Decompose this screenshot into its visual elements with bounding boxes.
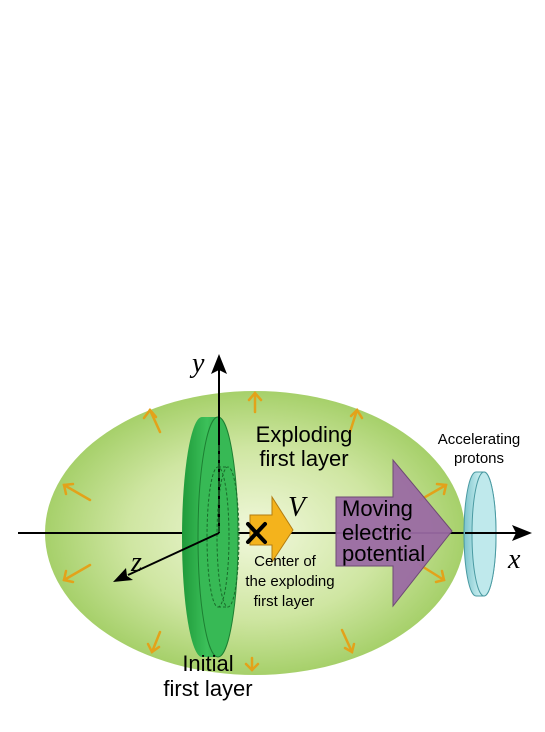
center-cross-icon (246, 522, 267, 544)
axis-z-label: z (130, 547, 142, 578)
expansion-arrow-icon (62, 563, 92, 584)
svg-text:Moving: Moving (342, 496, 413, 521)
expansion-arrow-icon (340, 628, 356, 654)
svg-text:Center of: Center of (254, 553, 317, 570)
z-axis-arrowhead-icon (113, 568, 133, 582)
svg-text:electric: electric (342, 520, 412, 545)
z-axis (127, 532, 220, 576)
y-axis-arrowhead-icon (211, 354, 227, 374)
moving-potential-arrow (335, 458, 453, 608)
expansion-arrows (62, 391, 448, 672)
initial-layer-label: Initial first layer (163, 651, 252, 701)
center-label: Center of the exploding first layer (245, 553, 334, 610)
svg-text:the exploding: the exploding (245, 573, 334, 590)
svg-text:first layer: first layer (254, 593, 315, 610)
axis-x-label: x (507, 544, 521, 575)
svg-text:potential: potential (342, 541, 425, 566)
x-axis-arrowhead-icon (512, 525, 532, 541)
svg-text:Initial: Initial (182, 651, 233, 676)
svg-text:Accelerating: Accelerating (438, 431, 521, 448)
velocity-arrow (249, 495, 294, 564)
svg-text:first layer: first layer (259, 446, 348, 471)
exploding-layer-label: Exploding first layer (256, 422, 353, 471)
expansion-arrow-icon (142, 408, 162, 434)
expansion-arrow-icon (348, 408, 364, 434)
accelerating-protons-label: Accelerating protons (438, 431, 521, 467)
expansion-arrow-icon (244, 656, 260, 672)
svg-text:first layer: first layer (163, 676, 252, 701)
expansion-arrow-icon (146, 630, 162, 654)
moving-potential-label: Moving electric potential (342, 496, 425, 566)
axis-y-label: y (189, 348, 205, 379)
expansion-arrow-icon (62, 482, 92, 502)
svg-text:Exploding: Exploding (256, 422, 353, 447)
velocity-label: V (288, 492, 308, 523)
expansion-arrow-icon (418, 563, 446, 584)
expansion-arrow-icon (247, 391, 263, 414)
svg-text:protons: protons (454, 450, 504, 467)
